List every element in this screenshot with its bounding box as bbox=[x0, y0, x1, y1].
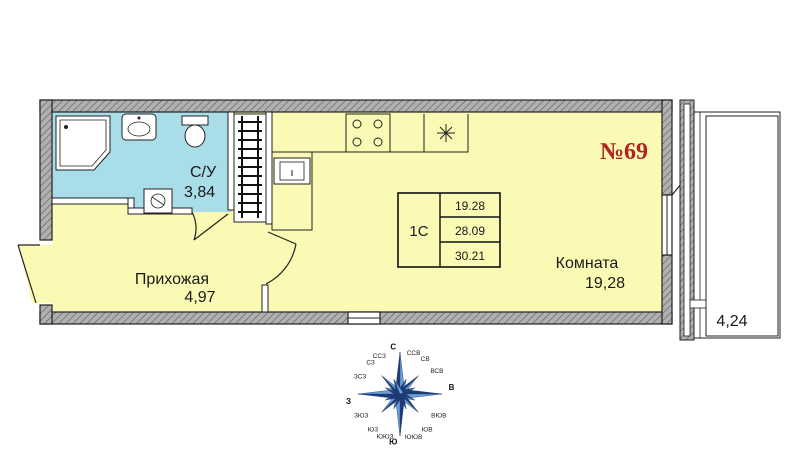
bathroom-area: 3,84 bbox=[184, 184, 215, 201]
wall-top bbox=[39, 99, 673, 113]
partition-bathroom-right bbox=[227, 111, 235, 211]
shower-tray-icon bbox=[55, 115, 111, 171]
fan-icon bbox=[437, 124, 455, 142]
toilet-icon bbox=[181, 115, 209, 148]
apartment-type: 1С bbox=[409, 223, 428, 240]
compass-spike bbox=[393, 379, 404, 395]
entrance-fill bbox=[18, 245, 52, 303]
wall-right-lower bbox=[661, 254, 673, 325]
room-name: Комната bbox=[556, 255, 619, 272]
wall-left-upper bbox=[39, 99, 53, 241]
sink-icon bbox=[121, 113, 157, 141]
hallway-name: Прихожая bbox=[135, 271, 209, 288]
washing-machine-icon bbox=[143, 188, 173, 214]
compass-spike bbox=[399, 393, 406, 437]
balcony-area: 4,24 bbox=[716, 313, 747, 330]
info-box bbox=[397, 192, 501, 268]
hall-door bbox=[265, 231, 297, 285]
compass-label: ССЗ bbox=[373, 353, 386, 360]
total-area-balcony-value: 30.21 bbox=[455, 249, 485, 263]
compass-label: ВСВ bbox=[430, 368, 443, 375]
bathroom-name: С/У bbox=[190, 164, 217, 181]
hallway-area: 4,97 bbox=[184, 289, 215, 306]
partition-hall-lower bbox=[261, 284, 269, 313]
compass-label: ЮЗ bbox=[368, 427, 379, 434]
compass-label: ВЮВ bbox=[431, 413, 446, 420]
compass-spike bbox=[357, 393, 401, 400]
wall-right-upper bbox=[661, 99, 673, 196]
ventilation-grid bbox=[238, 116, 262, 218]
compass-label: ЮЮЗ bbox=[376, 433, 393, 440]
kitchen-counter bbox=[271, 114, 469, 231]
bathroom-door bbox=[191, 211, 229, 241]
entrance-door bbox=[17, 244, 40, 304]
wall-left-lower bbox=[39, 304, 53, 325]
balcony bbox=[679, 99, 781, 341]
compass-label: С bbox=[390, 343, 396, 352]
partition-vent-right bbox=[265, 111, 273, 225]
compass-spike bbox=[399, 388, 443, 395]
compass-label: ССВ bbox=[407, 350, 421, 357]
compass-label: ЮЮВ bbox=[405, 434, 422, 441]
compass-label: З bbox=[346, 397, 351, 406]
compass-label: Ю bbox=[389, 438, 397, 447]
apartment-number: №69 bbox=[600, 139, 648, 165]
compass-label: В bbox=[449, 383, 455, 392]
living-area-value: 19.28 bbox=[455, 199, 485, 213]
compass-label: ЗЮЗ bbox=[354, 413, 368, 420]
compass-label: СЗ bbox=[366, 359, 375, 366]
partition-bathroom-bottom bbox=[51, 197, 135, 205]
compass-label: СВ bbox=[421, 356, 430, 363]
room-area: 19,28 bbox=[585, 275, 625, 292]
kitchen-sink-icon bbox=[273, 157, 311, 185]
total-area-value: 28.09 bbox=[455, 224, 485, 238]
compass-label: ЗСЗ bbox=[354, 373, 366, 380]
compass-label: ЮВ bbox=[422, 427, 433, 434]
